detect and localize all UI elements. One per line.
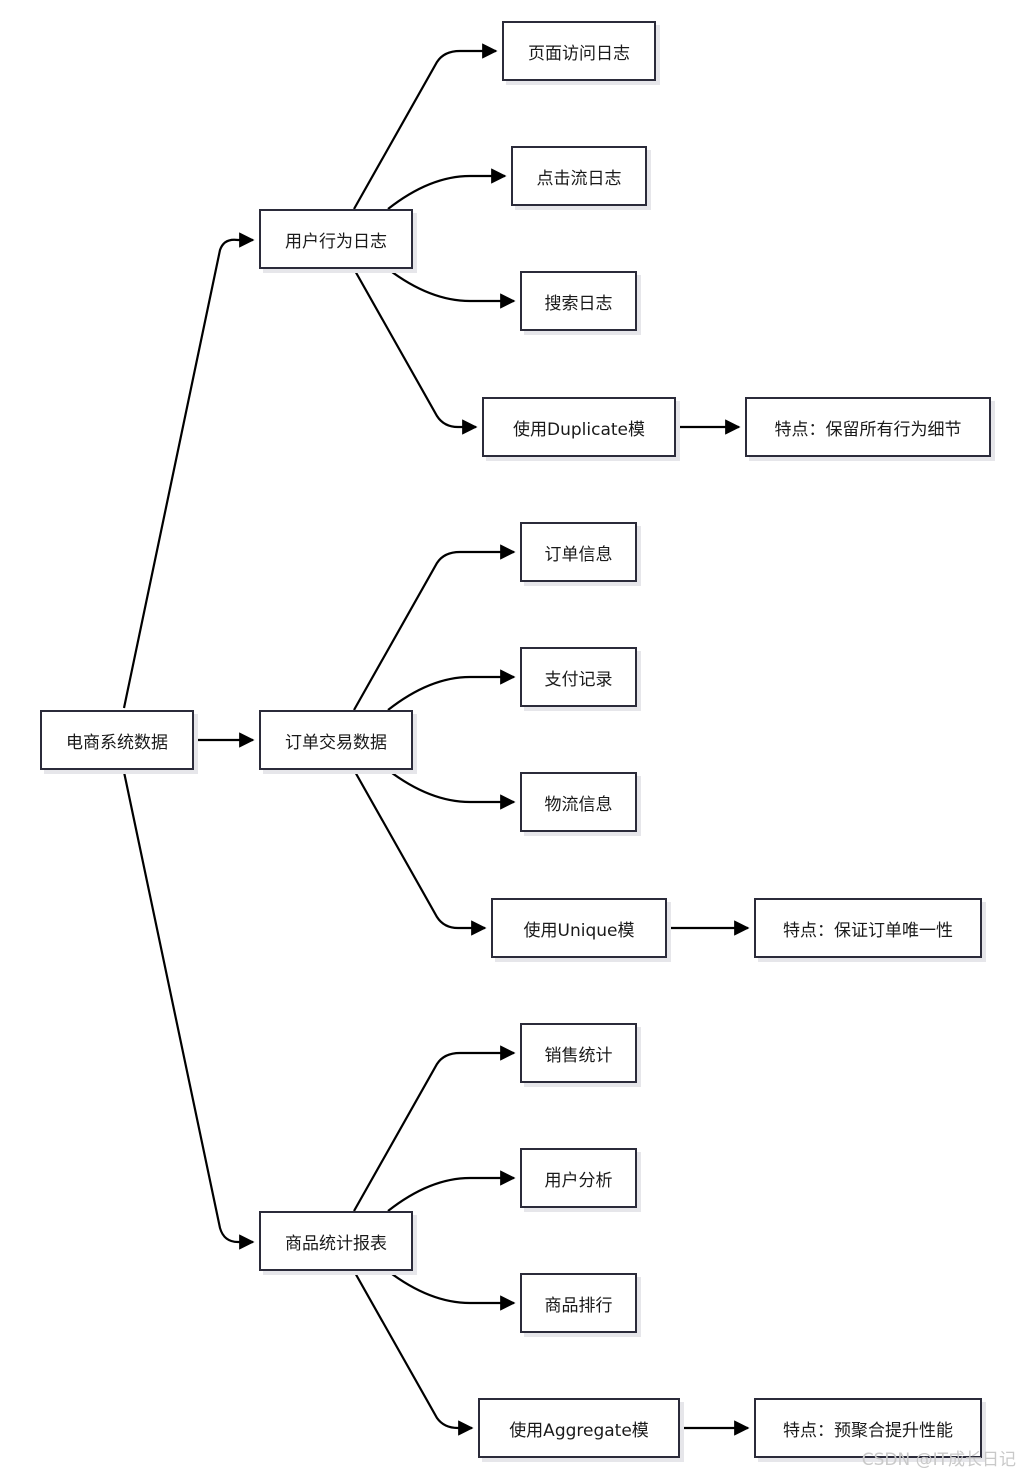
leaf-node-product-ranking: 商品排行	[520, 1273, 637, 1333]
leaf-node-user-analysis: 用户分析	[520, 1148, 637, 1208]
edge-product-to-ranking	[387, 1270, 516, 1311]
edge-behavior-to-duplicate	[353, 268, 478, 435]
edge-behavior-to-search	[387, 268, 516, 309]
edge-behavior-to-page-visit	[353, 43, 498, 210]
mode-node-aggregate: 使用Aggregate模	[478, 1398, 680, 1458]
group-node-product-report: 商品统计报表	[259, 1211, 413, 1271]
root-node: 电商系统数据	[40, 710, 194, 770]
mode-node-duplicate: 使用Duplicate模	[482, 397, 676, 457]
edge-product-to-user-analysis	[387, 1170, 516, 1212]
leaf-node-payment-record: 支付记录	[520, 647, 637, 707]
group-node-order-data: 订单交易数据	[259, 710, 413, 770]
leaf-node-logistics-info: 物流信息	[520, 772, 637, 832]
edge-order-to-order-info	[353, 544, 516, 711]
edge-root-to-product-report	[122, 771, 255, 1250]
leaf-node-page-visit-log: 页面访问日志	[502, 21, 656, 81]
edge-root-to-behavior-log	[122, 232, 255, 709]
edge-order-to-payment	[387, 669, 516, 711]
feature-node-aggregate: 特点：预聚合提升性能	[754, 1398, 982, 1458]
leaf-node-sales-stats: 销售统计	[520, 1023, 637, 1083]
edge-order-to-logistics	[387, 769, 516, 810]
leaf-node-order-info: 订单信息	[520, 522, 637, 582]
edge-behavior-to-clickstream	[387, 168, 507, 210]
leaf-node-clickstream-log: 点击流日志	[511, 146, 647, 206]
watermark: CSDN @IT成长日记	[861, 1450, 1016, 1470]
edge-product-to-sales	[353, 1045, 516, 1212]
edge-product-to-aggregate	[353, 1270, 474, 1436]
edge-order-to-unique	[353, 769, 487, 936]
feature-node-unique: 特点：保证订单唯一性	[754, 898, 982, 958]
group-node-behavior-log: 用户行为日志	[259, 209, 413, 269]
leaf-node-search-log: 搜索日志	[520, 271, 637, 331]
mode-node-unique: 使用Unique模	[491, 898, 667, 958]
feature-node-duplicate: 特点：保留所有行为细节	[745, 397, 991, 457]
